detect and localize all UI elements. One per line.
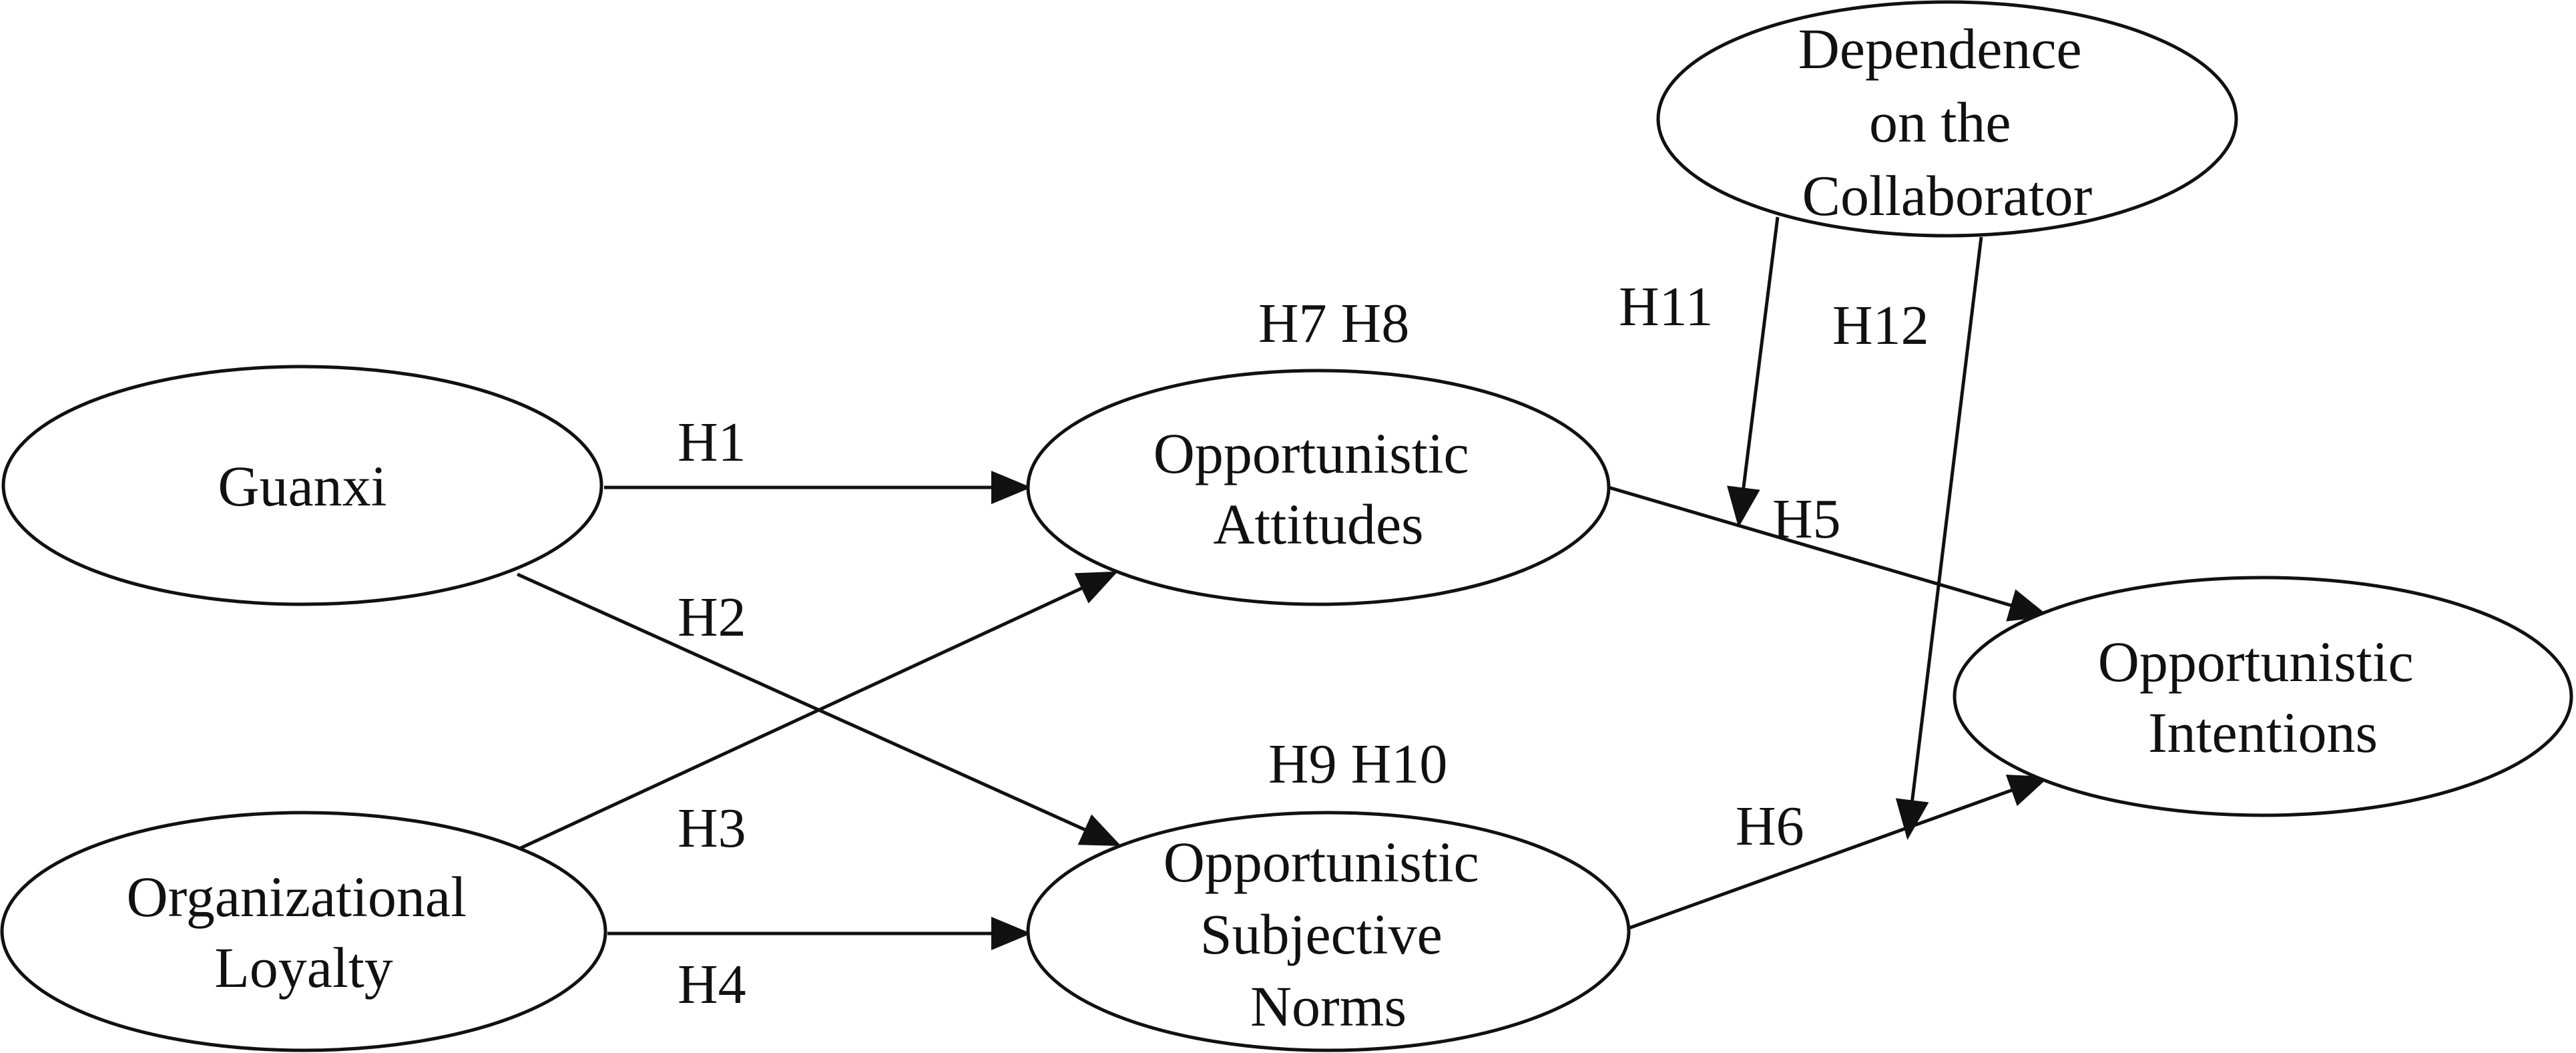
- node-organizational-loyalty-label: Organizational Loyalty: [127, 865, 481, 1000]
- label-h5: H5: [1772, 488, 1841, 550]
- label-h1: H1: [678, 411, 746, 473]
- arrow-h11-dependence-moderation-attitudes: [1727, 216, 1780, 528]
- node-organizational-loyalty: Organizational Loyalty: [0, 811, 607, 1052]
- arrow-h6-subjective-norms-to-intentions: [1628, 775, 2049, 930]
- node-guanxi: Guanxi: [1, 365, 603, 606]
- hypothesis-labels: H1 H2 H3 H4 H5 H6 H7 H8 H9 H10 H11 H12: [678, 276, 1929, 1016]
- label-h12: H12: [1832, 294, 1929, 357]
- node-opportunistic-attitudes-label: Opportunistic Attitudes: [1153, 421, 1483, 556]
- label-h3: H3: [678, 797, 746, 859]
- node-guanxi-label: Guanxi: [218, 454, 387, 518]
- node-dependence-on-collaborator: Dependence on the Collaborator: [1656, 0, 2238, 238]
- label-h11: H11: [1619, 276, 1714, 338]
- node-organizational-loyalty-shape: [0, 811, 607, 1052]
- node-guanxi-shape: [1, 365, 603, 606]
- label-h2: H2: [678, 586, 746, 648]
- arrow-h3-loyalty-to-attitudes: [519, 571, 1118, 850]
- node-opportunistic-intentions-label: Opportunistic Intentions: [2098, 630, 2428, 765]
- node-opportunistic-intentions: Opportunistic Intentions: [1953, 576, 2573, 817]
- node-opportunistic-subjective-norms-label: Opportunistic Subjective Norms: [1164, 830, 1493, 1038]
- arrow-h5-attitudes-to-intentions: [1608, 485, 2049, 622]
- node-opportunistic-attitudes: Opportunistic Attitudes: [1026, 369, 1611, 606]
- node-dependence-on-collaborator-shape: [1656, 0, 2238, 238]
- node-opportunistic-subjective-norms: Opportunistic Subjective Norms: [1026, 811, 1631, 1052]
- label-h9-h10: H9 H10: [1268, 733, 1447, 795]
- node-opportunistic-intentions-shape: [1953, 576, 2573, 817]
- node-opportunistic-subjective-norms-shape: [1026, 811, 1631, 1052]
- arrows: [516, 216, 2049, 950]
- arrow-h12-dependence-moderation-norms: [1895, 236, 1983, 840]
- label-h6: H6: [1736, 795, 1804, 857]
- node-dependence-on-collaborator-label: Dependence on the Collaborator: [1798, 17, 2096, 228]
- node-opportunistic-attitudes-shape: [1026, 369, 1611, 606]
- label-h4: H4: [678, 954, 746, 1016]
- label-h7-h8: H7 H8: [1258, 292, 1409, 355]
